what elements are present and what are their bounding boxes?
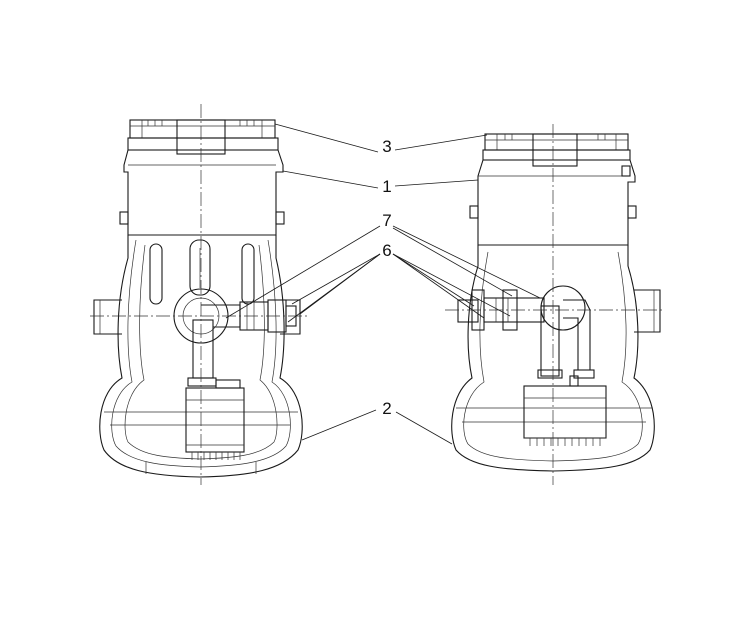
lid-right bbox=[482, 133, 631, 167]
callout-3: 3 bbox=[382, 137, 391, 156]
leader-lines bbox=[225, 123, 541, 445]
lid-left bbox=[127, 119, 279, 155]
callout-1: 1 bbox=[382, 177, 391, 196]
pump-chamber-front-view bbox=[90, 104, 310, 485]
pump-assembly-left bbox=[173, 288, 297, 460]
callout-2: 2 bbox=[382, 399, 391, 418]
tank-right bbox=[451, 245, 661, 472]
tank-left bbox=[93, 235, 303, 478]
callout-6: 6 bbox=[382, 241, 391, 260]
pump-chamber-side-view bbox=[445, 124, 665, 485]
collar-left bbox=[119, 149, 285, 236]
callout-7: 7 bbox=[382, 211, 391, 230]
